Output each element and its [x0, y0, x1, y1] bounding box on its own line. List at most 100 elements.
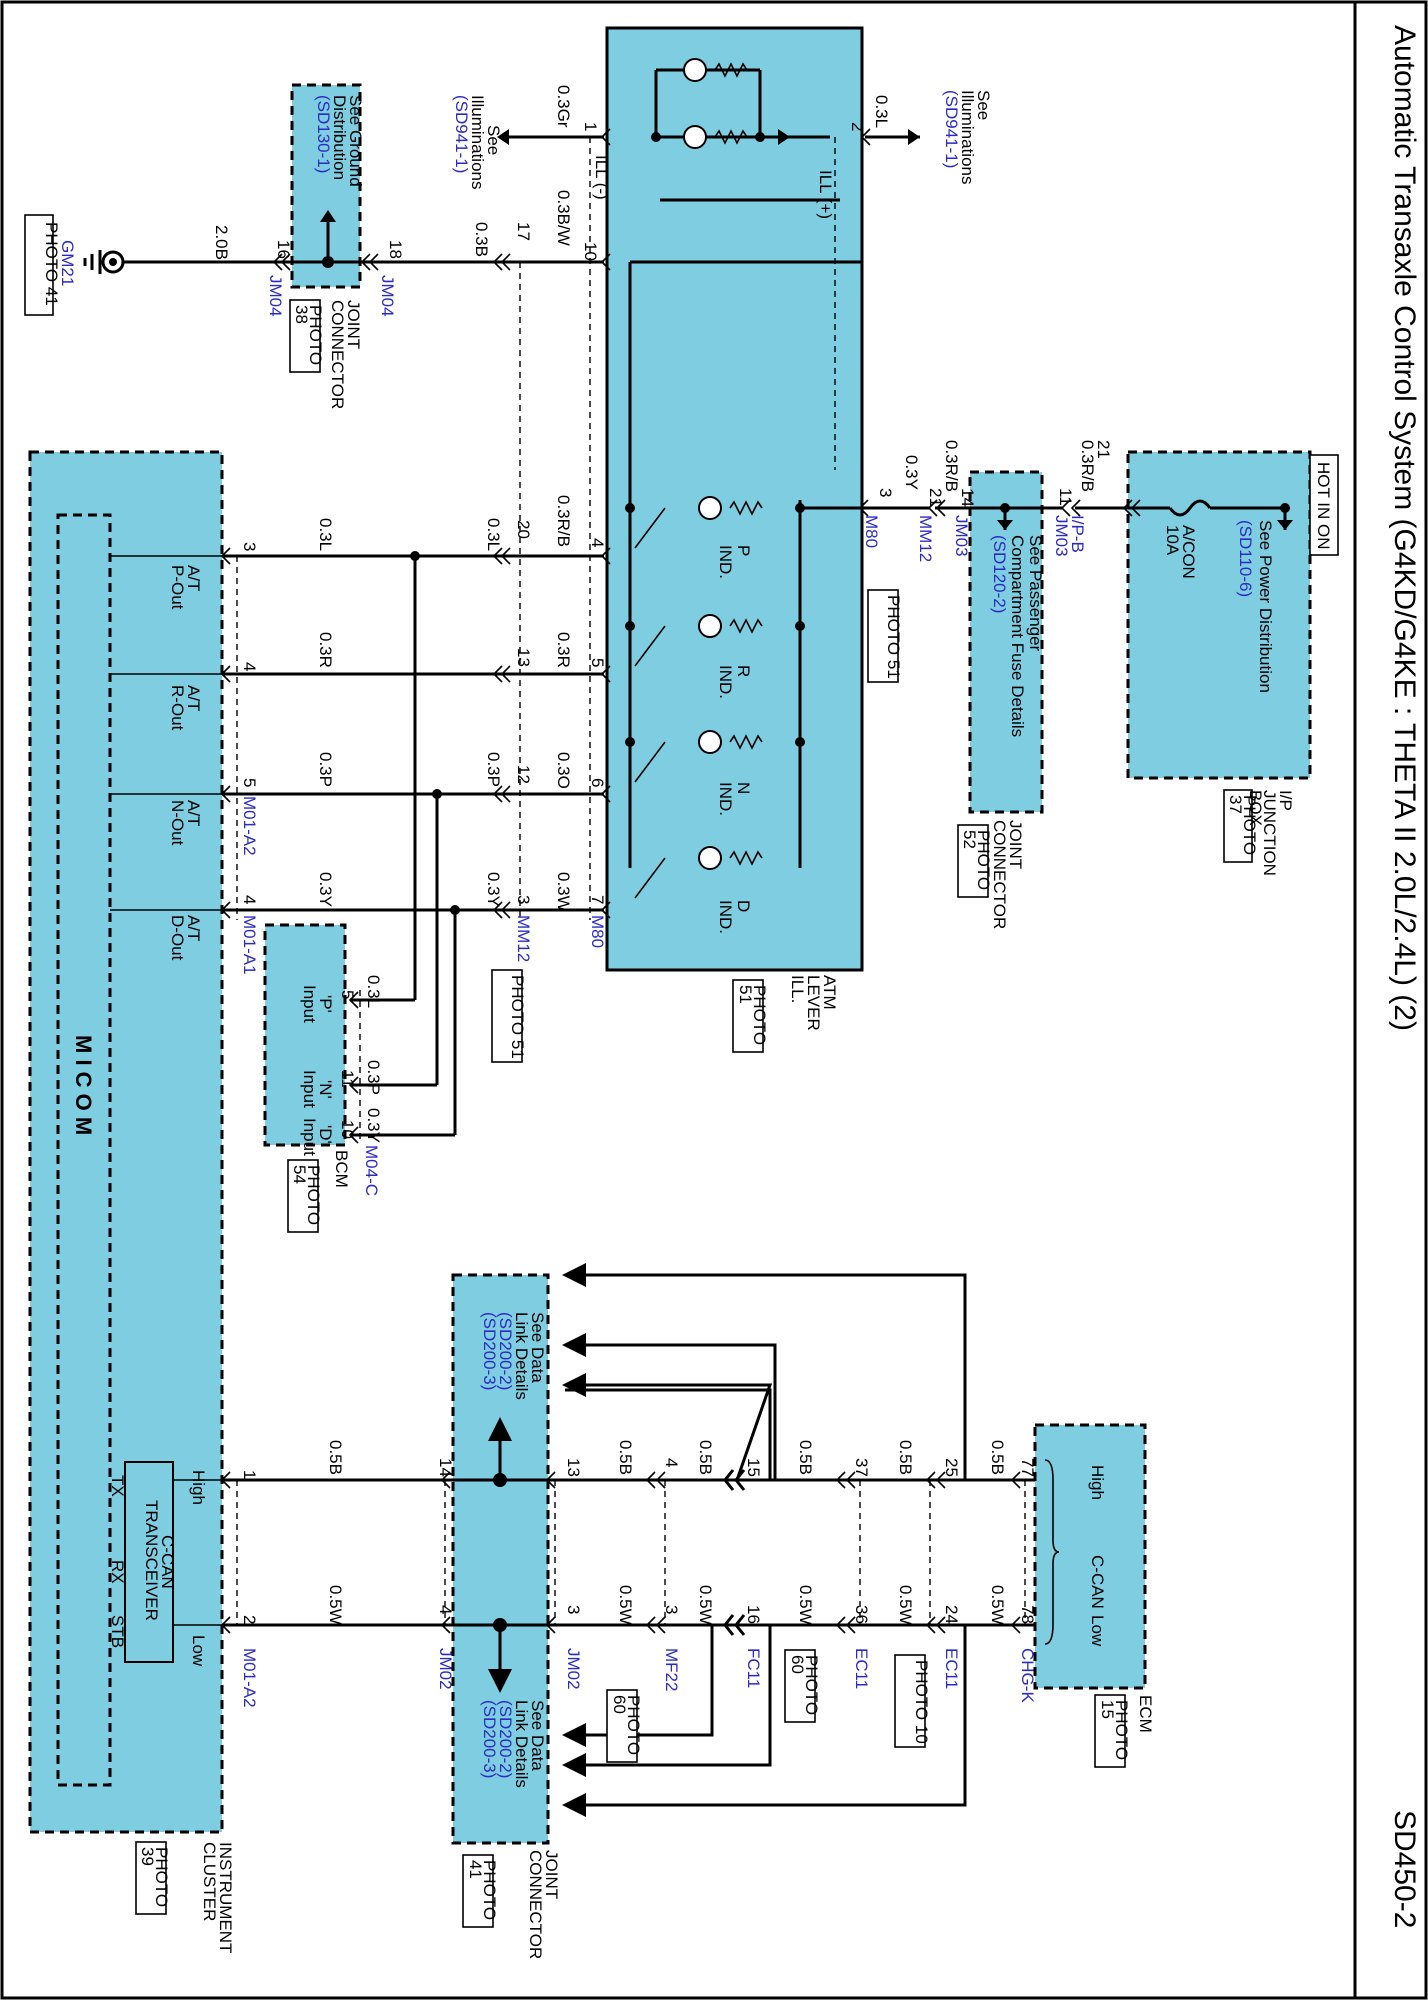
photo-37-label: PHOTO: [1240, 795, 1259, 855]
photo-15-box: [1094, 1694, 1126, 1768]
n-input-label-1: 'N': [316, 1080, 335, 1099]
connector-m04c[interactable]: M04-C: [362, 1145, 381, 1196]
jm04-pin-16: 16: [274, 240, 293, 259]
mm-pin-12: 12: [514, 765, 533, 784]
rx-label: RX: [108, 1560, 127, 1584]
connector-ipb[interactable]: I/P-B: [1068, 515, 1087, 553]
ind-stage-n: [625, 730, 805, 783]
photo-15-num: 15: [1098, 1700, 1117, 1719]
sd200-2-ref-b[interactable]: (SD200-2): [496, 1700, 515, 1778]
connector-m80-b[interactable]: M80: [588, 915, 607, 948]
sd941-ref-a[interactable]: (SD941-1): [942, 90, 961, 168]
connector-mm12-a[interactable]: MM12: [916, 515, 935, 562]
photo-52-box: [957, 824, 989, 898]
ind-d-ind: IND.: [716, 900, 735, 934]
see-illum-1-b: See: [484, 125, 503, 155]
wire-03bw-a: 0.3B/W: [554, 190, 573, 246]
connector-jm03-b[interactable]: JM03: [952, 515, 971, 557]
photo-38-box: [289, 299, 321, 373]
connector-m01a1[interactable]: M01-A1: [240, 915, 259, 975]
can-wire-05b-4: 0.5B: [696, 1440, 715, 1475]
sd200-2-ref-a[interactable]: (SD200-2): [496, 1312, 515, 1390]
photo-39-label: PHOTO: [152, 1847, 171, 1907]
ipb-pin-21: 21: [1094, 440, 1113, 459]
connector-fc11[interactable]: FC11: [744, 1648, 763, 1688]
joint-connector-jm04-label-1: JOINT: [344, 300, 363, 349]
photo-52-label: PHOTO: [974, 830, 993, 890]
can-wire-05b-3: 0.5B: [796, 1440, 815, 1475]
d-out-label: D-Out: [168, 915, 187, 961]
r-out-label: R-Out: [168, 685, 187, 731]
joint-connector-jm04: [290, 83, 362, 289]
instrument-label-2: CLUSTER: [200, 1842, 219, 1921]
photo-60-b-label: PHOTO: [624, 1695, 643, 1755]
at-label-r: A/T: [184, 685, 203, 711]
p-input-label-2: Input: [300, 985, 319, 1023]
photo-51-box-a: [867, 589, 899, 683]
photo-52-num: 52: [960, 830, 979, 849]
connector-jm02-a[interactable]: JM02: [564, 1648, 583, 1690]
bcm-wire-03l: 0.3L: [364, 975, 383, 1008]
ind-p-letter: P: [734, 545, 753, 556]
ecm-ccan-label: C-CAN: [1088, 1555, 1107, 1609]
sd200-3-ref-a[interactable]: (SD200-3): [480, 1312, 499, 1390]
p-input-label-1: 'P': [316, 995, 335, 1013]
connector-ec11-b[interactable]: EC11: [852, 1648, 871, 1689]
connector-gm21[interactable]: GM21: [58, 240, 77, 286]
joint-connector-jm03-label-2: CONNECTOR: [990, 820, 1009, 929]
photo-60-b-num: 60: [610, 1695, 629, 1714]
wire-03l-p-b: 0.3L: [316, 518, 335, 551]
ec-pin-37: 37: [852, 1458, 871, 1477]
can-wire-05w-2: 0.5W: [896, 1585, 915, 1625]
photo-10-box: [894, 1654, 926, 1748]
n-input-label-2: Input: [300, 1070, 319, 1108]
connector-jm03-a[interactable]: JM03: [1052, 515, 1071, 557]
connector-jm04-b[interactable]: JM04: [266, 275, 285, 317]
connector-m01a2-a[interactable]: M01-A2: [240, 796, 259, 856]
see-illum-2-a: Illuminations: [958, 90, 977, 185]
at-label-p: A/T: [184, 565, 203, 591]
connector-jm04-a[interactable]: JM04: [378, 275, 397, 317]
wire-03rb-c: 0.3R/B: [554, 495, 573, 547]
photo-41-box-b: [462, 1854, 494, 1928]
photo-51-box-b: [732, 979, 764, 1053]
connector-jm02-b[interactable]: JM02: [436, 1648, 455, 1690]
ill-plus-label: ILL (+): [816, 170, 835, 219]
photo-60-a-num: 60: [788, 1655, 807, 1674]
photo-39-num: 39: [138, 1847, 157, 1866]
d-input-label-2: Input: [300, 1118, 319, 1156]
sd130-ref[interactable]: (SD130-1): [314, 95, 333, 173]
illumination-feeds: [497, 128, 920, 920]
ind-r-ind: IND.: [716, 665, 735, 699]
joint-connector-jm02-label-1: JOINT: [542, 1850, 561, 1899]
stb-label: STB: [108, 1615, 127, 1648]
wire-03p-a: 0.3P: [484, 752, 503, 787]
connector-chgk[interactable]: CHG-K: [1018, 1648, 1037, 1703]
title-group: Automatic Transaxle Control System (G4KD…: [1388, 25, 1421, 1031]
sd110-ref[interactable]: (SD110-6): [1236, 520, 1255, 597]
connector-ec11-a[interactable]: EC11: [942, 1648, 961, 1689]
connector-m01a2-b[interactable]: M01-A2: [240, 1648, 259, 1708]
see-passenger-1: See Passenger: [1026, 535, 1045, 652]
see-ground-2: Distribution: [330, 95, 349, 180]
connector-mf22[interactable]: MF22: [662, 1648, 681, 1691]
at-label-n: A/T: [184, 800, 203, 826]
connector-mm12-b[interactable]: MM12: [514, 915, 533, 962]
can-wire-05b-1: 0.5B: [988, 1440, 1007, 1475]
p-out-label: P-Out: [168, 565, 187, 610]
cluster-pin-4-d: 4: [240, 895, 259, 904]
sd200-3-ref-b[interactable]: (SD200-3): [480, 1700, 499, 1778]
photo-51-a: PHOTO 51: [884, 595, 903, 679]
atm-pin-7: 7: [588, 895, 607, 904]
mm-pin-20: 20: [514, 520, 533, 539]
wire-03l-ill: 0.3L: [872, 95, 891, 128]
sd941-ref-b[interactable]: (SD941-1): [452, 95, 471, 173]
mf-pin-3: 3: [662, 1605, 681, 1614]
connector-m80-a[interactable]: M80: [862, 515, 881, 548]
photo-51-b-num: 51: [736, 985, 755, 1004]
photo-41-b-num: 41: [466, 1860, 485, 1879]
sd120-ref[interactable]: (SD120-2): [990, 535, 1009, 613]
atm-label-2: LEVER: [804, 975, 823, 1031]
bcm-pin-5: 5: [338, 990, 357, 999]
